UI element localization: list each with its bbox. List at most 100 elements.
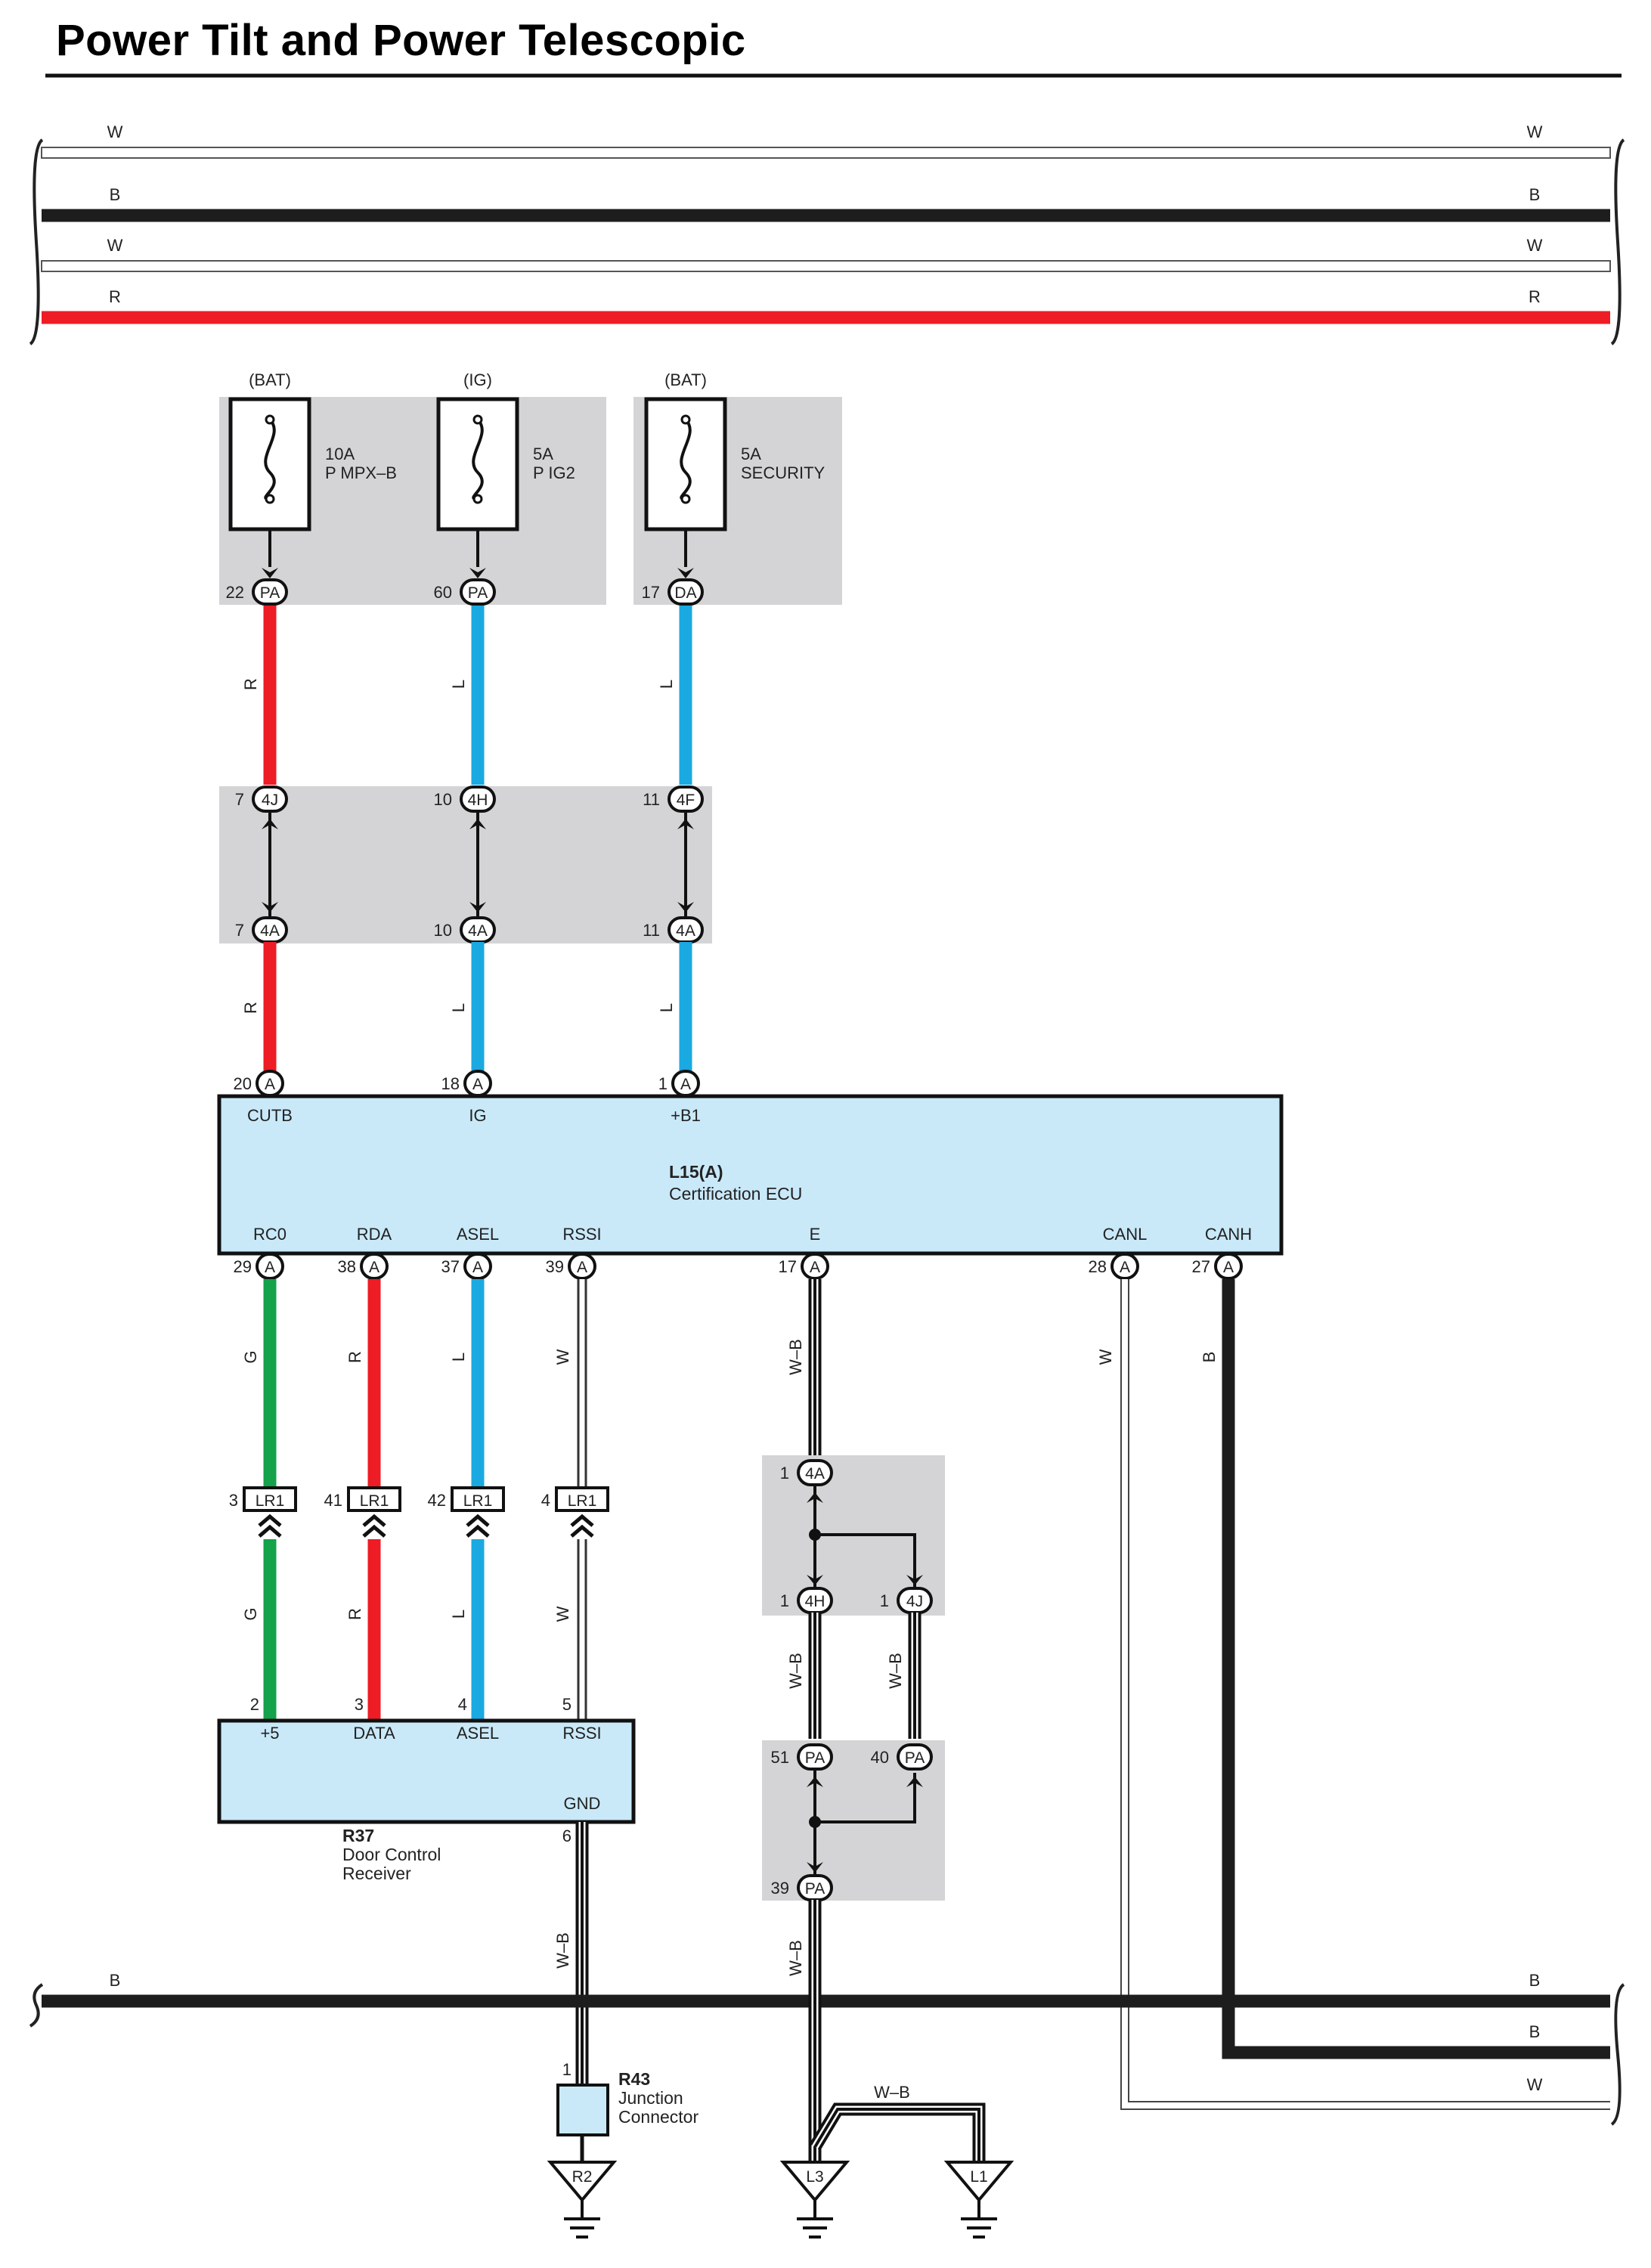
fuse-1-connector-label: PA	[468, 584, 488, 602]
ecu-top-2-connector-label: A	[680, 1076, 691, 1093]
junction-bottom-1-label: 4A	[468, 922, 488, 940]
junction-0-arrow-up	[262, 819, 278, 829]
receiver-terminal-3: RSSI	[562, 1724, 601, 1743]
junction-bottom-2-label: 4A	[676, 922, 695, 940]
fuse-2-terminal-bottom	[680, 494, 691, 504]
lr-2-lower-wire-label: L	[449, 1610, 468, 1619]
ecu-bottom-6-pin: 27	[1192, 1257, 1210, 1276]
lr-2-chevrons	[466, 1514, 490, 1538]
fuse-1-terminal-top	[472, 414, 483, 425]
ecu-body	[217, 1094, 1284, 1256]
ecu-top-1-connector-oval	[463, 1070, 492, 1097]
lr-3-pin: 4	[541, 1491, 550, 1510]
receiver-gnd-terminal: GND	[564, 1794, 601, 1813]
ecu-bottom-6-terminal: CANH	[1205, 1225, 1252, 1244]
ecu-bottom-5-connector-oval	[1110, 1253, 1139, 1280]
r43-body	[556, 2084, 609, 2136]
fuse-2-connector-oval	[668, 578, 704, 606]
lr-0-lower-wire-label: G	[241, 1607, 260, 1620]
ecu-bottom-3-connector-label: A	[577, 1259, 587, 1276]
gj-left-label: 4H	[805, 1593, 826, 1610]
fuse-2-rating: 5A	[741, 445, 761, 463]
lr-0-connector-label: LR1	[256, 1492, 285, 1510]
ecu-top-1-terminal: IG	[469, 1106, 486, 1125]
top-bus-3-right-label: R	[1529, 287, 1541, 306]
ecu-top-0-connector-label: A	[265, 1076, 275, 1093]
fuse-2-terminal-top	[680, 414, 691, 425]
junction-1-arrow-down	[469, 902, 486, 912]
lr-2-pin: 42	[428, 1491, 446, 1510]
junction-bottom-1-pin: 10	[434, 921, 452, 940]
fuse-1-arrow	[469, 568, 486, 578]
fuse-0-terminal-top	[265, 414, 275, 425]
ecu-bottom-1-pin: 38	[338, 1257, 356, 1276]
ecu-top-2-pin: 1	[658, 1074, 668, 1093]
gj-left-pin: 1	[780, 1591, 789, 1610]
fuse-2-arrow	[677, 568, 694, 578]
gj-pa-right-pin: 40	[871, 1748, 889, 1767]
gj-split-link	[815, 1533, 916, 1588]
lr-3-connector-box	[555, 1486, 609, 1512]
junction-top-1-label: 4H	[468, 792, 488, 809]
r43-id: R43	[618, 2069, 650, 2089]
receiver-name-2: Receiver	[342, 1864, 411, 1883]
fuse-2-pin: 17	[642, 583, 660, 602]
junction-2-arrow-down	[677, 902, 694, 912]
fuse-0-pin: 22	[226, 583, 244, 602]
ground-0-triangle	[547, 2161, 618, 2203]
fuse-2-source: (BAT)	[664, 370, 707, 389]
ecu-top-2-connector-oval	[671, 1070, 700, 1097]
top-bus-3-left-label: R	[109, 287, 121, 306]
ecu-bottom-2-connector-oval	[463, 1253, 492, 1280]
lr-0-connector-box	[243, 1486, 297, 1512]
fuse-0-connector-oval	[252, 578, 288, 606]
ecu-bottom-5-connector-label: A	[1120, 1259, 1130, 1276]
gj-pa-dot	[809, 1816, 821, 1828]
fuse-0-terminal-bottom	[265, 494, 275, 504]
fuse-2-box	[644, 397, 727, 531]
lr-2-upper-wire-label: L	[449, 1352, 468, 1362]
fuse-1-source: (IG)	[463, 370, 492, 389]
receiver-pin-3: 5	[562, 1695, 572, 1714]
ecu-top-1-pin: 18	[441, 1074, 460, 1093]
fuse-1-connector-oval	[460, 578, 496, 606]
fuse-0-connector-label: PA	[260, 584, 280, 602]
ecu-bottom-4-connector-oval	[801, 1253, 829, 1280]
junction-top-1-pin: 10	[434, 790, 452, 809]
ecu-name: Certification ECU	[669, 1184, 802, 1204]
junction-bottom-0-pin: 7	[235, 921, 244, 940]
ground-jumper-wire-outline	[809, 2102, 986, 2162]
lr-3-lower-wire-label: W	[553, 1606, 572, 1622]
lr-1-lower-wire-label: R	[345, 1608, 364, 1620]
lr-1-upper-wire-label: R	[345, 1351, 364, 1363]
ecu-top-0-connector-oval	[256, 1070, 284, 1097]
receiver-pin-2: 4	[458, 1695, 467, 1714]
junction-1-arrow-up	[469, 819, 486, 829]
top-bus-0-left-label: W	[107, 122, 123, 141]
fuse-0-rating: 10A	[325, 445, 355, 463]
receiver-pin-0: 2	[250, 1695, 259, 1714]
top-bus-1-left-label: B	[110, 185, 121, 204]
lr-1-pin: 41	[324, 1491, 342, 1510]
gj-pa-left-pin: 51	[771, 1748, 789, 1767]
gj-pa-bottom-arrow	[807, 1862, 823, 1873]
fuse-0-arrow	[262, 568, 278, 578]
bottom-bus-left-break	[29, 1983, 44, 2028]
gj-pa-left-arrow	[807, 1777, 823, 1787]
fuse-0-name: P MPX–B	[325, 463, 397, 482]
lr-0-upper-wire-label: G	[241, 1350, 260, 1363]
ground-1-triangle	[779, 2161, 850, 2203]
gj-ground-wire-label: W–B	[786, 1940, 805, 1976]
ecu-bottom-2-connector-label: A	[472, 1259, 483, 1276]
fuse-1-pin: 60	[434, 583, 452, 602]
top-bus-1-right-label: B	[1529, 185, 1541, 204]
top-bus-0-right-label: W	[1527, 122, 1543, 141]
fuse-1-rating: 5A	[533, 445, 553, 463]
ecu-bottom-3-terminal: RSSI	[562, 1225, 601, 1244]
ecu-bottom-1-terminal: RDA	[357, 1225, 392, 1244]
junction-0-arrow-down	[262, 902, 278, 912]
gj-pa-right-oval	[897, 1743, 933, 1771]
lr-0-chevrons	[258, 1514, 282, 1538]
junction-bottom-2-pin: 11	[643, 921, 660, 940]
